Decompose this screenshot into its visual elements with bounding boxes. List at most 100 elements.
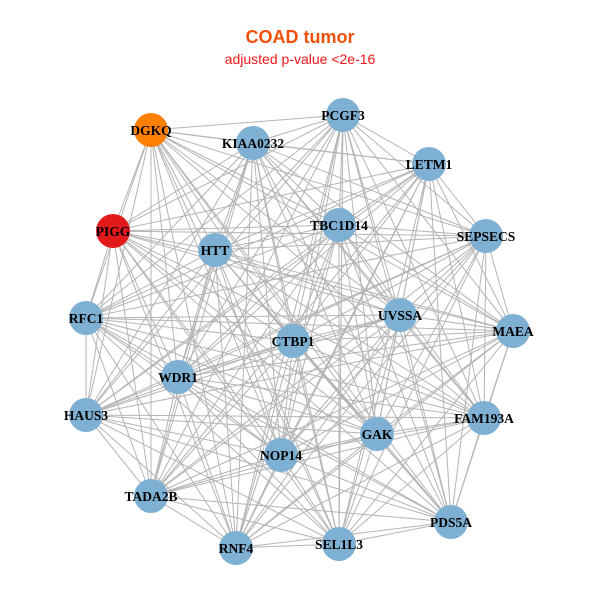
edge-haus3-nop14	[85, 414, 282, 456]
node-label-tada2b: TADA2B	[124, 489, 177, 504]
node-wdr1[interactable]	[161, 360, 195, 394]
edge-pcgf3-uvssa	[342, 114, 401, 316]
node-label-dgkq: DGKQ	[130, 123, 171, 138]
edge-pigg-nop14	[112, 230, 282, 456]
edge-sepsecs-tada2b	[150, 235, 487, 497]
edge-nop14-tada2b	[150, 454, 282, 497]
edge-uvssa-maea	[399, 314, 514, 332]
node-label-pcgf3: PCGF3	[321, 108, 365, 123]
edge-wdr1-rnf4	[177, 376, 237, 549]
edge-dgkq-sepsecs	[150, 129, 487, 237]
node-gak[interactable]	[360, 417, 394, 451]
edge-rfc1-maea	[85, 317, 514, 332]
node-pcgf3[interactable]	[326, 98, 360, 132]
edge-gak-pds5a	[376, 433, 452, 523]
edge-tada2b-pds5a	[150, 495, 452, 523]
edge-fam193a-pds5a	[450, 417, 485, 523]
edge-letm1-htt	[214, 163, 430, 251]
node-haus3[interactable]	[69, 398, 103, 432]
edge-rnf4-sel1l3	[235, 543, 340, 549]
edge-rfc1-sel1l3	[85, 317, 340, 545]
edge-tbc1d14-ctbp1	[292, 224, 340, 342]
edge-tada2b-sel1l3	[150, 495, 340, 545]
chart-title: COAD tumor	[245, 27, 355, 47]
edge-letm1-pigg	[112, 163, 430, 232]
edge-rfc1-rnf4	[85, 317, 237, 549]
node-fam193a[interactable]	[467, 401, 501, 435]
node-label-gak: GAK	[362, 427, 393, 442]
edge-letm1-pds5a	[428, 163, 452, 523]
edge-pcgf3-rfc1	[85, 114, 344, 319]
edge-pigg-uvssa	[112, 230, 401, 316]
node-label-tbc1d14: TBC1D14	[310, 218, 368, 233]
edge-pigg-tada2b	[112, 230, 152, 497]
edge-pcgf3-tada2b	[150, 114, 344, 497]
node-label-maea: MAEA	[492, 324, 533, 339]
edge-haus3-gak	[85, 414, 378, 435]
node-tbc1d14[interactable]	[322, 208, 356, 242]
edge-gak-rnf4	[235, 433, 378, 549]
node-label-rnf4: RNF4	[219, 541, 254, 556]
edge-kiaa0232-rfc1	[85, 142, 254, 319]
edge-kiaa0232-rnf4	[235, 142, 254, 549]
edge-htt-sel1l3	[214, 249, 340, 545]
edge-htt-wdr1	[177, 249, 216, 378]
node-label-letm1: LETM1	[406, 157, 453, 172]
edge-pigg-ctbp1	[112, 230, 294, 342]
edge-maea-wdr1	[177, 330, 514, 378]
edge-tbc1d14-pds5a	[338, 224, 452, 523]
edge-rfc1-ctbp1	[85, 317, 294, 342]
edge-htt-sepsecs	[214, 235, 487, 251]
edge-uvssa-fam193a	[399, 314, 485, 419]
edge-pcgf3-maea	[342, 114, 514, 332]
edge-letm1-haus3	[85, 163, 430, 416]
node-label-pds5a: PDS5A	[430, 515, 472, 530]
edge-fam193a-tada2b	[150, 417, 485, 497]
node-label-sepsecs: SEPSECS	[457, 229, 516, 244]
node-ctbp1[interactable]	[276, 324, 310, 358]
edge-uvssa-gak	[376, 314, 401, 435]
edge-haus3-fam193a	[85, 414, 485, 419]
node-label-htt: HTT	[201, 243, 230, 258]
edge-tbc1d14-sepsecs	[338, 224, 487, 237]
edge-pigg-sepsecs	[112, 230, 487, 237]
edge-tbc1d14-gak	[338, 224, 378, 435]
node-label-nop14: NOP14	[260, 448, 302, 463]
edge-sepsecs-sel1l3	[338, 235, 487, 545]
edge-pigg-tbc1d14	[112, 224, 340, 232]
edge-wdr1-pds5a	[177, 376, 452, 523]
edge-wdr1-fam193a	[177, 376, 485, 419]
edge-letm1-ctbp1	[292, 163, 430, 342]
edge-tbc1d14-uvssa	[338, 224, 401, 316]
edge-wdr1-gak	[177, 376, 378, 435]
edge-nop14-rnf4	[235, 454, 282, 549]
node-htt[interactable]	[198, 233, 232, 267]
node-kiaa0232[interactable]	[236, 126, 270, 160]
node-dgkq[interactable]	[134, 113, 168, 147]
edge-sepsecs-nop14	[280, 235, 487, 456]
edge-ctbp1-tada2b	[150, 340, 294, 497]
node-nop14[interactable]	[264, 438, 298, 472]
edge-sepsecs-rfc1	[85, 235, 487, 319]
node-letm1[interactable]	[412, 147, 446, 181]
edge-pcgf3-nop14	[280, 114, 344, 456]
node-pigg[interactable]	[96, 214, 130, 248]
edge-maea-ctbp1	[292, 330, 514, 342]
node-rnf4[interactable]	[219, 531, 253, 565]
edge-pcgf3-gak	[342, 114, 378, 435]
node-label-rfc1: RFC1	[69, 311, 104, 326]
edge-rfc1-uvssa	[85, 314, 401, 319]
node-rfc1[interactable]	[69, 301, 103, 335]
edge-dgkq-wdr1	[150, 129, 179, 378]
edge-uvssa-ctbp1	[292, 314, 401, 342]
node-sepsecs[interactable]	[469, 219, 503, 253]
node-pds5a[interactable]	[434, 505, 468, 539]
edge-htt-fam193a	[214, 249, 485, 419]
nodes-layer	[69, 98, 530, 565]
node-maea[interactable]	[496, 314, 530, 348]
node-tada2b[interactable]	[134, 479, 168, 513]
edge-rfc1-tada2b	[85, 317, 152, 497]
node-sel1l3[interactable]	[322, 527, 356, 561]
edge-ctbp1-rnf4	[235, 340, 294, 549]
node-uvssa[interactable]	[383, 298, 417, 332]
